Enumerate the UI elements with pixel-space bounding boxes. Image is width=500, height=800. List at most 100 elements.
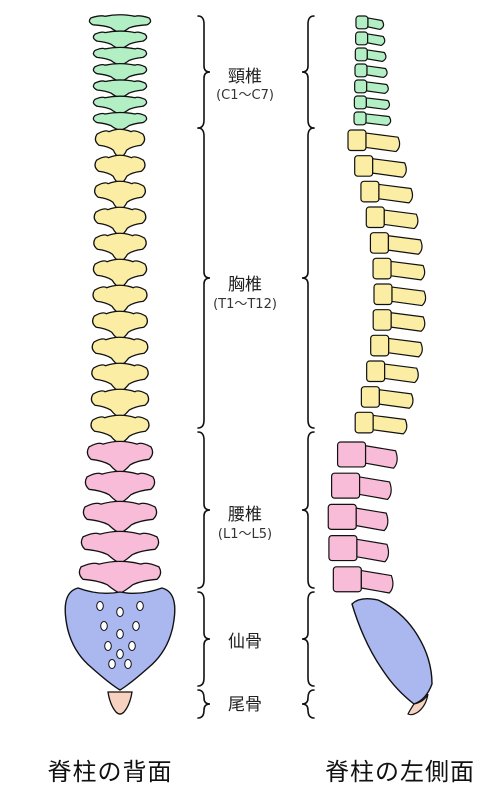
cervical-vertebra-side-process: [366, 81, 389, 95]
thoracic-vertebra-side-process: [387, 235, 423, 255]
thoracic-vertebra-side-process: [372, 158, 407, 178]
sacral-foramen: [100, 621, 108, 631]
cervical-vertebra-side: [354, 47, 368, 62]
thoracic-vertebra-side-process: [390, 312, 426, 332]
thoracic-vertebra-back: [90, 414, 150, 445]
thoracic-vertebra-side: [354, 411, 374, 434]
thoracic-vertebra-side-process: [383, 209, 419, 230]
label-coccyx: 尾骨: [228, 695, 262, 715]
right-brace: [301, 591, 315, 687]
cervical-vertebra-side: [353, 111, 367, 126]
cervical-vertebra-back: [92, 30, 148, 50]
sacral-foramen: [96, 601, 104, 611]
lumbar-vertebra-side-process: [364, 445, 398, 469]
thoracic-vertebra-side: [372, 309, 392, 331]
left-brace: [197, 431, 211, 589]
thoracic-vertebra-side: [354, 155, 374, 177]
label-lumbar-range: (L1〜L5): [217, 527, 273, 542]
label-lumbar: 腰椎: [228, 505, 262, 525]
thoracic-vertebra-side-process: [391, 286, 427, 307]
thoracic-vertebra-back: [91, 336, 149, 367]
cervical-vertebra-side-process: [366, 49, 387, 63]
lumbar-vertebra-side: [327, 503, 357, 530]
lumbar-vertebra-back: [86, 440, 154, 474]
left-brace: [197, 591, 211, 687]
cervical-vertebra-back: [92, 79, 148, 99]
thoracic-vertebra-side: [365, 206, 385, 229]
thoracic-vertebra-back: [92, 284, 148, 315]
thoracic-vertebra-side-process: [372, 414, 408, 435]
cervical-vertebra-back: [92, 95, 148, 115]
cervical-vertebra-side-process: [367, 33, 386, 47]
thoracic-vertebra-side: [347, 129, 367, 152]
left-brace: [197, 689, 211, 719]
lumbar-vertebra-back: [80, 530, 160, 564]
thoracic-vertebra-side-process: [390, 260, 426, 281]
lumbar-vertebra-side: [328, 534, 358, 562]
lumbar-vertebra-back: [84, 470, 156, 504]
thoracic-vertebra-side-process: [378, 389, 414, 409]
side-view-spine: [327, 15, 433, 716]
thoracic-vertebra-side: [369, 232, 390, 254]
label-thoracic-range: (T1〜T12): [213, 297, 277, 312]
label-thoracic: 胸椎: [228, 275, 262, 295]
thoracic-vertebra-side: [360, 386, 380, 408]
cervical-vertebra-side: [355, 15, 369, 30]
sacral-foramen: [116, 607, 124, 617]
cervical-vertebra-side-process: [365, 97, 391, 111]
thoracic-vertebra-back: [91, 310, 149, 341]
right-brace: [301, 431, 315, 589]
cervical-vertebra-back: [92, 111, 148, 131]
sacral-foramen: [104, 641, 112, 651]
thoracic-vertebra-side-process: [365, 132, 401, 153]
sacral-foramen: [108, 659, 116, 669]
cervical-vertebra-side-process: [366, 65, 388, 79]
thoracic-vertebra-side: [360, 180, 380, 203]
sacrum-side: [351, 597, 433, 705]
label-sacrum: 仙骨: [228, 632, 262, 652]
thoracic-vertebra-back: [90, 388, 150, 419]
thoracic-vertebra-back: [92, 258, 148, 289]
cervical-vertebra-back: [92, 46, 148, 66]
coccyx-side: [407, 693, 429, 716]
thoracic-vertebra-side: [370, 334, 390, 357]
back-view-spine: [64, 14, 176, 715]
lumbar-vertebra-side-process: [358, 476, 392, 501]
lumbar-vertebra-side-process: [356, 538, 390, 563]
sacral-foramen: [116, 649, 124, 659]
right-brace: [301, 689, 315, 719]
lumbar-vertebra-back: [78, 560, 162, 594]
cervical-vertebra-side-process: [367, 17, 385, 31]
sacral-foramen: [124, 659, 132, 669]
coccyx-back: [107, 691, 133, 715]
thoracic-vertebra-side-process: [388, 337, 423, 358]
lumbar-vertebra-side: [332, 566, 362, 593]
lumbar-vertebra-side-process: [360, 569, 394, 594]
thoracic-vertebra-back: [93, 232, 147, 263]
thoracic-vertebra-back: [94, 128, 146, 159]
cervical-vertebra-back: [88, 14, 152, 34]
thoracic-vertebra-side-process: [384, 363, 419, 384]
cervical-vertebra-side: [354, 63, 368, 78]
left-brace: [197, 15, 211, 129]
cervical-vertebra-side: [353, 95, 367, 110]
thoracic-vertebra-back: [91, 362, 149, 393]
region-braces: [197, 15, 315, 719]
lumbar-vertebra-side: [336, 441, 367, 468]
thoracic-vertebra-side: [366, 360, 386, 383]
thoracic-vertebra-back: [93, 180, 147, 211]
thoracic-vertebra-back: [94, 154, 146, 185]
sacral-foramen: [128, 641, 136, 651]
thoracic-vertebra-back: [93, 206, 147, 237]
sacral-foramen: [136, 601, 144, 611]
cervical-vertebra-side: [355, 31, 369, 46]
right-brace: [301, 15, 315, 129]
lumbar-vertebra-side: [330, 472, 361, 499]
thoracic-vertebra-side: [373, 283, 393, 306]
caption-back-view: 脊柱の背面: [47, 758, 173, 786]
thoracic-vertebra-side: [372, 257, 392, 280]
label-cervical: 頸椎: [228, 67, 262, 87]
cervical-vertebra-side: [354, 79, 368, 94]
lumbar-vertebra-side-process: [355, 507, 389, 532]
